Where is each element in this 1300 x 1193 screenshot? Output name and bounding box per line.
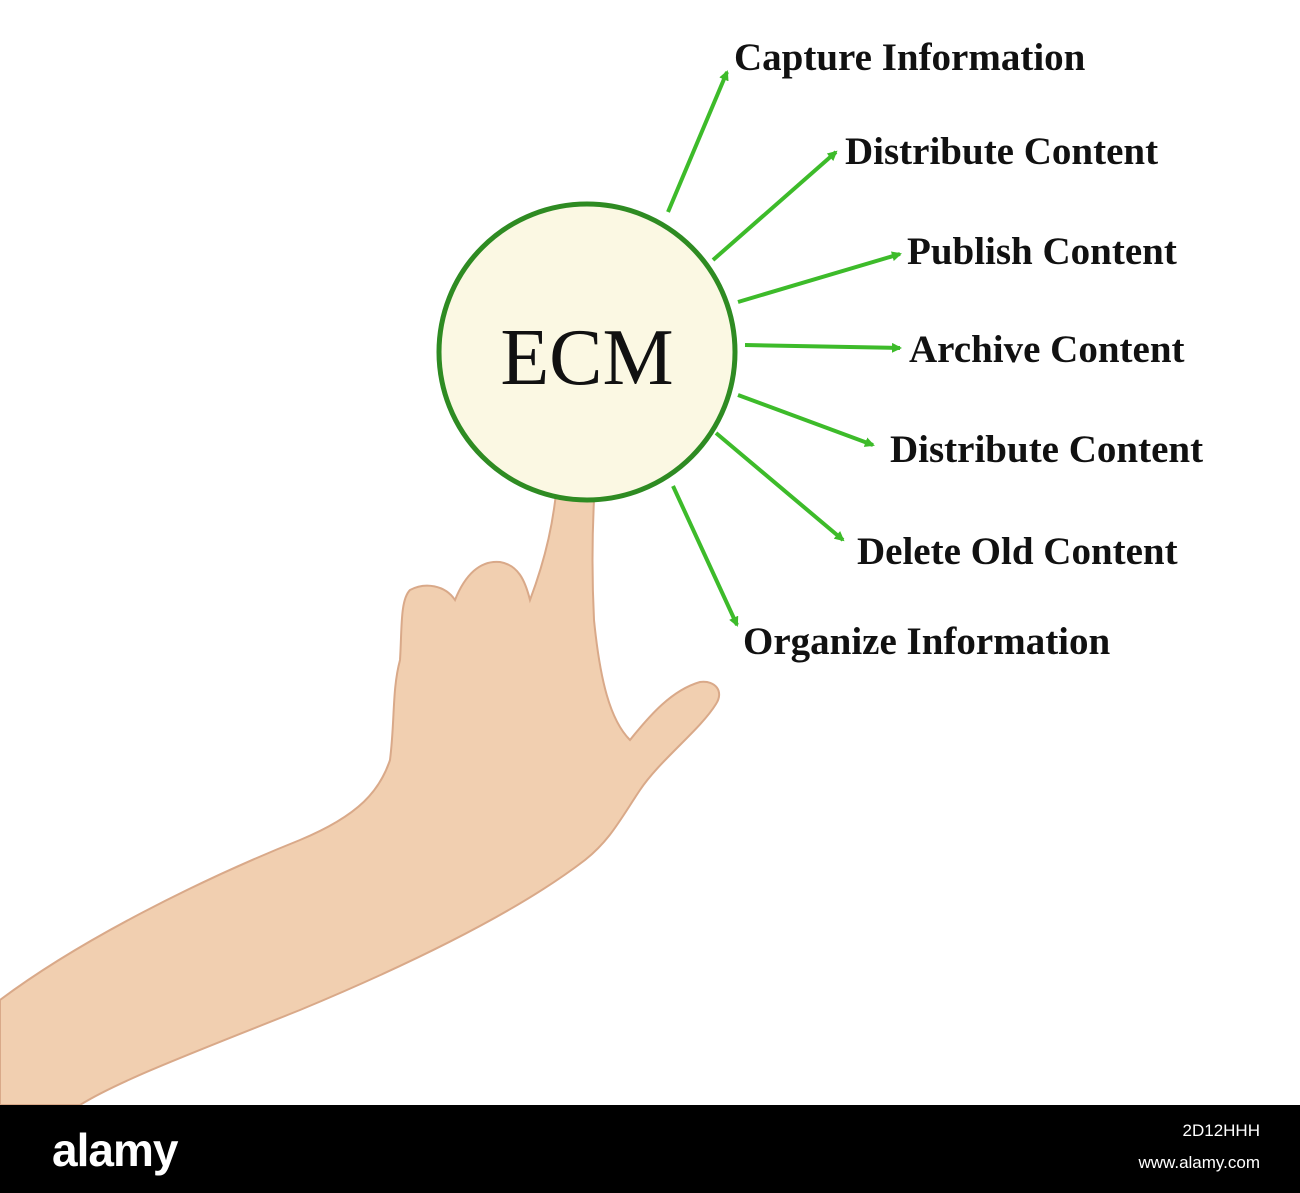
diagram-stage: ECM Capture Information Distribute Conte… [0, 36, 1204, 1105]
arrow-3 [737, 251, 902, 304]
arrows-group [666, 70, 902, 627]
branch-label-3: Publish Content [907, 230, 1177, 273]
arrow-2 [711, 150, 838, 262]
center-label: ECM [500, 314, 674, 402]
pointing-hand-image [0, 446, 721, 1105]
arrow-6 [714, 431, 845, 542]
diagram-graphic [0, 70, 902, 1105]
footer-url: www.alamy.com [1138, 1153, 1260, 1172]
arrow-1 [666, 70, 729, 213]
arrow-4 [744, 342, 902, 353]
footer-logo: alamy [52, 1124, 178, 1176]
branch-label-4: Archive Content [909, 328, 1185, 371]
branch-label-5: Distribute Content [890, 428, 1204, 471]
branch-label-2: Distribute Content [845, 130, 1159, 173]
branch-label-1: Capture Information [734, 36, 1086, 79]
ecm-circle [436, 201, 738, 503]
branch-label-7: Organize Information [743, 620, 1111, 663]
arrow-5 [737, 393, 875, 447]
footer-image-id: 2D12HHH [1182, 1121, 1260, 1140]
branch-label-6: Delete Old Content [857, 530, 1178, 573]
arrow-7 [671, 485, 739, 627]
footer-bar: alamy 2D12HHH www.alamy.com [0, 1105, 1300, 1193]
